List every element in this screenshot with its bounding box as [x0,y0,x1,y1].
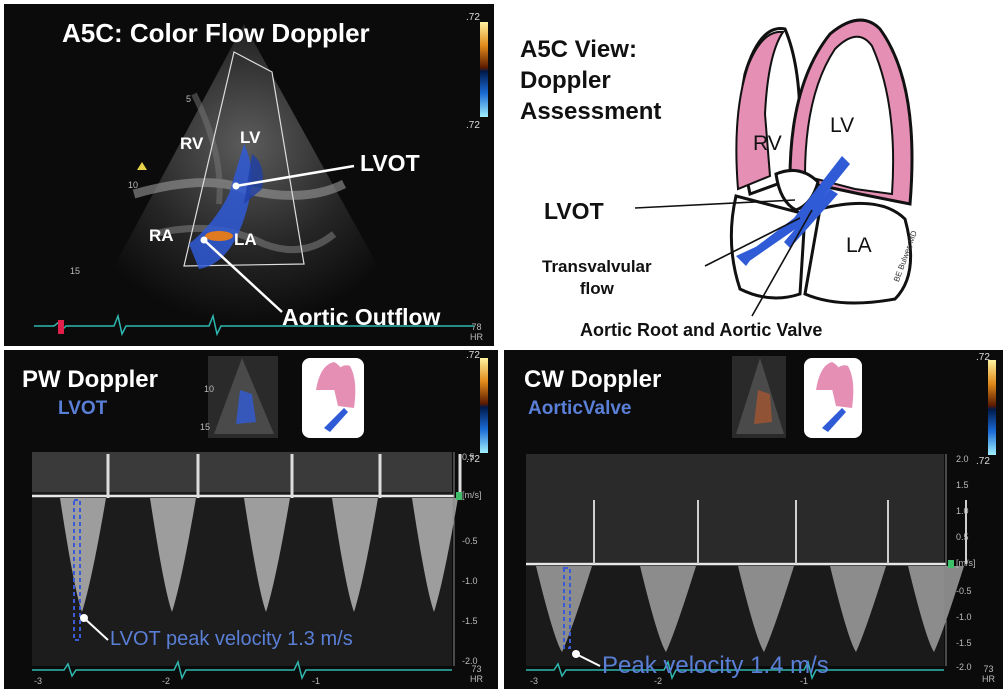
time-tick: -1 [800,676,809,686]
panel-title: CW Doppler [524,366,662,393]
diagram-label-transvalvular: Transvalvular flow [542,257,652,298]
label-la: LA [234,230,257,249]
scale-bottom: .72 [466,120,480,131]
lv-cavity [803,35,895,196]
color-box [183,51,305,267]
peak-velocity-label: LVOT peak velocity 1.3 m/s [110,628,353,650]
echo-image [34,22,488,337]
scale-top: .72 [466,350,480,361]
heart-rate: 73 HR [982,664,995,684]
pw-envelope [332,498,378,612]
diagram-label-rv: RV [753,132,782,155]
velocity-tick: -1.5 [462,616,478,626]
velocity-tick: -1.0 [956,612,972,622]
peak-velocity-label: Peak velocity 1.4 m/s [602,652,829,679]
velocity-tick: [m/s] [462,490,482,500]
diagram-label-la: LA [846,234,872,257]
color-scale-bar [480,22,488,117]
velocity-tick: [m/s] [956,558,976,568]
heart-rate: 73 HR [470,664,483,684]
cw-velocity-envelopes [536,500,967,652]
scale-top: .72 [976,352,990,363]
rv-wall [735,30,785,191]
ecg-trace [32,659,452,681]
velocity-tick: 2.0 [956,454,969,464]
panel-title: A5C: Color Flow Doppler [62,18,370,48]
cw-spectral-display [526,356,996,681]
scale-top: .72 [466,12,480,23]
color-scale-bar [480,358,488,453]
scale-bottom: .72 [976,456,990,467]
diagram-label-lvot: LVOT [544,198,604,224]
label-lvot: LVOT [360,150,420,176]
depth-tick: 10 [204,384,215,394]
diagram-title: A5C View: Doppler Assessment [520,36,662,125]
cw-envelope [536,566,592,652]
aliasing-orange [205,231,233,241]
cw-envelope [640,566,696,652]
velocity-tick: 1.0 [956,506,969,516]
pw-envelope [412,498,458,612]
time-tick: -3 [34,676,43,686]
la-chamber [803,201,913,305]
scale-bottom: .72 [466,454,480,465]
velocity-tick: -0.5 [462,536,478,546]
flow-arrow [744,156,850,262]
velocity-tick: -1.0 [462,576,478,586]
color-flow-doppler-panel: A5C: Color Flow Doppler RV LV RA LA LVOT… [4,4,494,346]
diagram-label-lv: LV [830,114,855,137]
time-tick: -3 [530,676,539,686]
velocity-tick: -2.0 [956,662,972,672]
cw-envelope [908,566,964,652]
panel-subtitle: AorticValve [528,398,632,419]
depth-tick: 15 [200,422,211,432]
baseline-marker [456,492,462,500]
baseline-marker [948,560,954,568]
label-lv: LV [240,128,261,147]
heart-rate: 78 HR [470,322,483,342]
pw-envelope [244,498,290,612]
panel-subtitle: LVOT [58,398,108,419]
a5c-diagram-panel: A5C View: Doppler Assessment RV LV LA LV… [500,4,1003,346]
time-tick: -1 [312,676,321,686]
heart-diagram [634,18,914,317]
pw-spectral-display [32,356,488,681]
ecg-marker [58,320,64,334]
sample-gate [73,499,81,641]
orientation-marker [137,162,147,170]
label-rv: RV [180,134,204,153]
cw-envelope [738,566,794,652]
velocity-tick: 0.5 [462,452,475,462]
velocity-tick: -0.5 [956,586,972,596]
label-ra: RA [149,226,174,245]
color-scale-bar [988,360,996,455]
label-aortic-outflow: Aortic Outflow [282,304,441,330]
depth-tick: 15 [70,266,81,276]
panel-title: PW Doppler [22,366,158,393]
time-tick: -2 [654,676,663,686]
cw-envelope [830,566,886,652]
depth-tick: 10 [128,180,139,190]
time-tick: -2 [162,676,171,686]
pw-envelope [150,498,196,612]
pw-velocity-envelopes [60,454,462,612]
pw-envelope [60,498,106,612]
velocity-tick: 1.5 [956,480,969,490]
depth-tick: 5 [186,94,192,104]
velocity-tick: -2.0 [462,656,478,666]
velocity-tick: -1.5 [956,638,972,648]
pw-doppler-panel: PW Doppler LVOT LVOT peak velocity 1.3 m… [4,350,498,689]
velocity-tick: 0.5 [956,532,969,542]
diagram-label-aortic-root: Aortic Root and Aortic Valve [580,320,823,340]
cursor-marker [563,567,571,649]
cw-doppler-panel: CW Doppler AorticValve Peak velocity 1.4… [504,350,1003,689]
ecg-trace [526,659,944,681]
